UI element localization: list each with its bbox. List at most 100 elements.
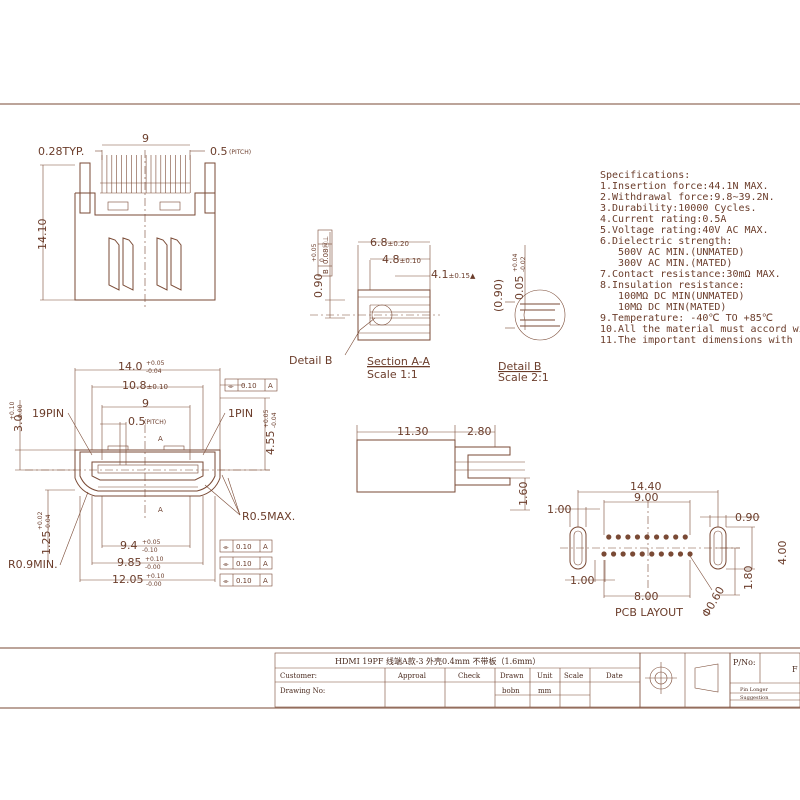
- specifications-title: Specifications:: [600, 170, 690, 181]
- specification-line: 6.Dielectric strength:: [600, 236, 732, 247]
- bottom-dim-9-4-tol-plus: +0.05: [142, 539, 161, 546]
- pcb-pin-pad: [653, 534, 660, 540]
- bottom-dim-9-4-tol-minus: -0.10: [142, 547, 158, 554]
- title-block-scale: Scale: [564, 672, 583, 680]
- pcb-pin-pad: [606, 534, 612, 540]
- section-dim-c: 4.1±0.15▲: [431, 268, 476, 281]
- front-dim-pitch: 0.5: [210, 145, 228, 158]
- bottom-dim-9-85: 9.85: [117, 556, 142, 569]
- detail-b-tol-plus: +0.04: [512, 253, 519, 272]
- bottom-dim-width-tol-plus: +0.05: [146, 360, 165, 367]
- bottom-dim-12-05: 12.05: [112, 573, 144, 586]
- title-block-drawn: Drawn: [500, 672, 524, 680]
- specification-line: 10MΩ DC MIN(MATED): [600, 302, 726, 313]
- front-dim-top: 9: [142, 132, 149, 145]
- title-block-drawing-no: Drawing No:: [280, 687, 325, 695]
- section-dim-a: 6.8±0.20: [370, 236, 409, 249]
- bottom-fcf-top-datum: A: [268, 382, 273, 390]
- pcb-pin-pad: [649, 551, 655, 557]
- section-scale: Scale 1:1: [367, 368, 418, 381]
- section-detail-callout: Detail B: [289, 354, 332, 367]
- bottom-fcf-rows: [219, 539, 273, 587]
- section-aa-view: [310, 232, 440, 368]
- title-block-unit: Unit: [537, 672, 553, 680]
- specification-line: 11.The important dimensions with "▲": [600, 335, 800, 346]
- pcb-layout-view: [555, 490, 760, 600]
- bottom-fcf-2-value: 0.10: [236, 560, 252, 568]
- front-view: [40, 144, 216, 310]
- bottom-dim-9-85-tol-minus: -0.00: [145, 564, 161, 571]
- bottom-dim-9-85-tol-plus: +0.10: [145, 556, 164, 563]
- pcb-pin-pad: [615, 534, 621, 540]
- bottom-dim-width-tol-minus: -0.04: [146, 368, 162, 375]
- pcb-pin-pad: [601, 551, 607, 557]
- bottom-fcf-top-value: 0.10: [241, 382, 257, 390]
- pcb-pin-pad: [673, 534, 679, 540]
- side-dim-b: 2.80: [467, 425, 492, 438]
- specification-line: 7.Contact resistance:30mΩ MAX.: [600, 269, 781, 280]
- section-label: Section A-A: [367, 355, 430, 368]
- pcb-pin-pad: [630, 551, 636, 557]
- bottom-dim-left-v: 3.0: [12, 415, 25, 433]
- detail-b-scale: Scale 2:1: [498, 371, 549, 384]
- bottom-dim-pitch: 0.5: [128, 415, 146, 428]
- pcb-dim-total: 14.40: [630, 480, 662, 493]
- pcb-pin-pad: [625, 534, 631, 540]
- pcb-pin-pad: [644, 534, 650, 540]
- title-block-drawn-by: bobn: [502, 687, 520, 695]
- specification-line: 5.Voltage rating:40V AC MAX.: [600, 225, 769, 236]
- pcb-pin-pad: [658, 551, 664, 557]
- front-dim-height: 14.10: [36, 219, 49, 251]
- bottom-section-mark-top: A: [158, 435, 163, 443]
- title-block-title: HDMI 19PF 线端A款-3 外壳0.4mm 不带板（1.6mm）: [335, 656, 540, 666]
- bottom-radius-min: R0.9MIN.: [8, 558, 58, 571]
- bottom-view: [15, 368, 270, 582]
- title-block-customer: Customer:: [280, 672, 317, 680]
- section-dim-v: 0.90: [312, 274, 325, 299]
- title-block-approval: Approal: [397, 672, 427, 680]
- bottom-dim-12-05-tol-plus: +0.10: [146, 573, 165, 580]
- pcb-dim-dia: Φ0.60: [699, 584, 727, 619]
- specification-line: 300V AC MIN.(MATED): [600, 258, 732, 269]
- bottom-dim-width: 14.0: [118, 360, 143, 373]
- detail-b-dim-b: 0.05: [513, 276, 526, 301]
- section-feature-control-frame: [317, 229, 333, 277]
- pcb-pin-pad: [668, 551, 674, 557]
- pcb-pin-pad: [634, 534, 641, 540]
- detail-b-view: [505, 245, 566, 341]
- side-view: [356, 425, 530, 511]
- specification-line: 1.Insertion force:44.1N MAX.: [600, 181, 769, 192]
- front-dim-typ: 0.28TYP.: [38, 145, 84, 158]
- bottom-dim-low-v-tol-plus: +0.02: [37, 511, 44, 530]
- bottom-radius-max: R0.5MAX.: [242, 510, 295, 523]
- pcb-pin-pad: [682, 534, 688, 540]
- bottom-pin1: 1PIN: [228, 407, 253, 420]
- bottom-pin19: 19PIN: [32, 407, 64, 420]
- bottom-dim-left-v-tol-plus: +0.10: [9, 401, 16, 420]
- bottom-dim-12-05-tol-minus: -0.00: [146, 581, 162, 588]
- pcb-pin-pad: [677, 551, 684, 557]
- bottom-fcf-2-datum: A: [263, 560, 268, 568]
- pcb-dim-hole: 1.80: [742, 566, 755, 591]
- pcb-dim-small-left: 1.00: [570, 574, 595, 587]
- bottom-dim-9-4: 9.4: [120, 539, 138, 552]
- section-dim-b: 4.8±0.10: [382, 253, 421, 266]
- bottom-fcf-3-symbol: ⌯: [223, 577, 229, 585]
- front-dim-pitch-note: (PITCH): [229, 149, 251, 156]
- pcb-dim-left: 1.00: [547, 503, 572, 516]
- title-block-suggestion: Suggestion: [740, 695, 769, 701]
- section-fcf-value: 0.08Ⓜ: [322, 241, 330, 264]
- bottom-fcf-top-symbol: ⌯: [228, 382, 234, 390]
- pcb-dim-inner: 9.00: [634, 491, 659, 504]
- section-dim-v-tol-plus: +0.05: [311, 243, 318, 262]
- title-block-pin-longer: Pin Longer: [740, 687, 768, 693]
- bottom-fcf-3-value: 0.10: [236, 577, 252, 585]
- side-dim-a: 11.30: [397, 425, 429, 438]
- specification-line: 10.All the material must accord with: [600, 324, 800, 335]
- bottom-dim-left-v-tol-minus: -0.00: [17, 404, 24, 420]
- title-block-pn-value: F: [792, 665, 798, 674]
- section-dim-v-tol-minus: 0: [319, 258, 326, 262]
- specification-line: 2.Withdrawal force:9.8~39.2N.: [600, 192, 775, 203]
- bottom-fcf-1-symbol: ⌯: [223, 543, 229, 551]
